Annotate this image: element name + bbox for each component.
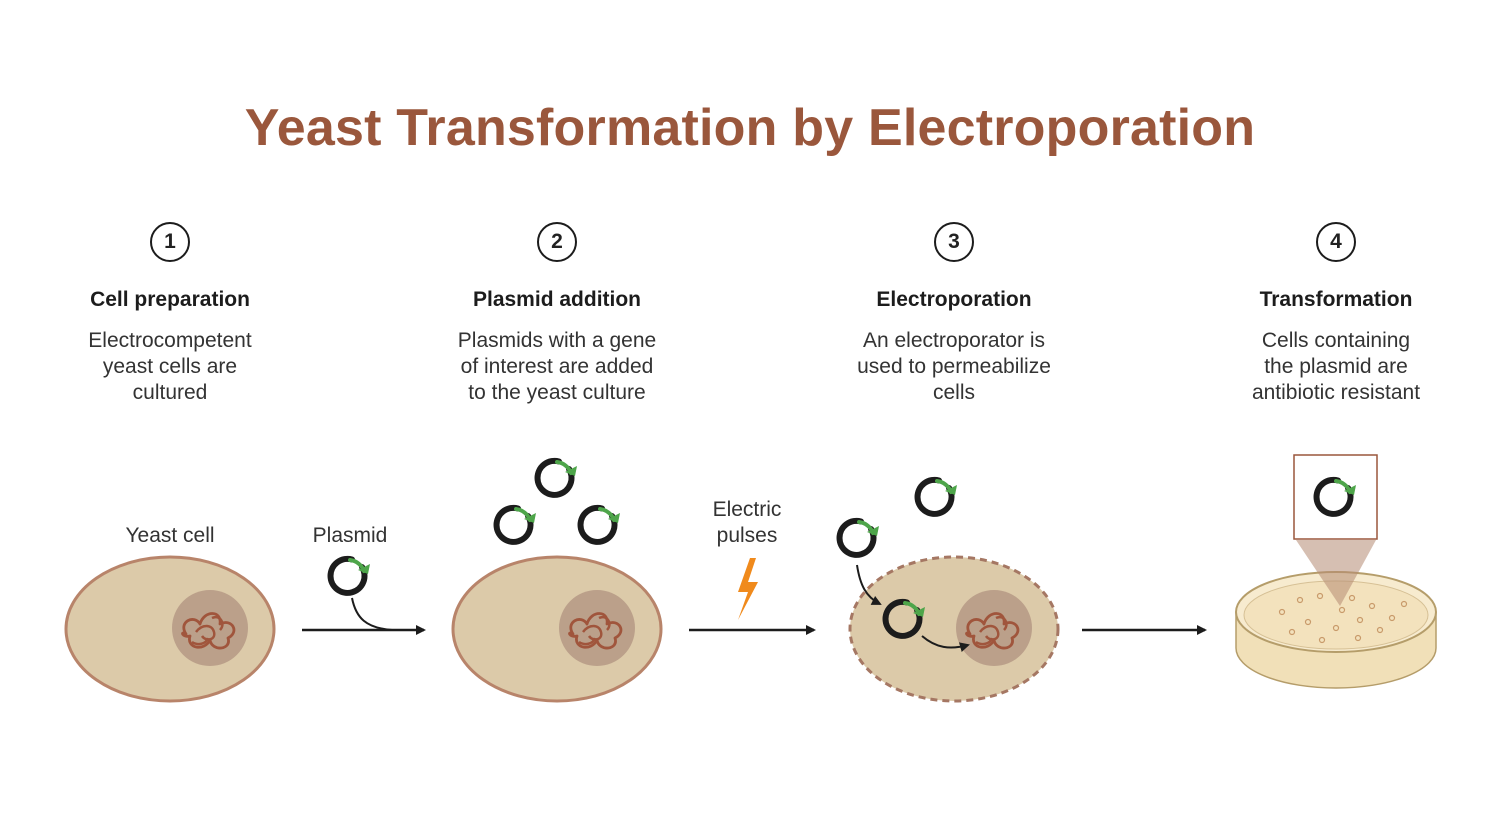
step-1-description: Electrocompetent yeast cells are culture… [88,329,252,404]
lightning-bolt-icon [738,558,758,620]
plasmid-icon-2c [581,508,620,542]
plasmid-icon-3b [840,521,879,555]
step-3-title: Electroporation [876,288,1032,311]
yeast-cell-2 [451,555,663,703]
zoom-inset [1293,454,1378,540]
entry-arrow [856,564,882,605]
step-3: 3 Electroporation An electroporator is u… [804,222,1104,406]
plasmid-curve [351,597,393,631]
step-3-number: 3 [934,222,974,262]
step-4-description: Cells containing the plasmid are antibio… [1251,329,1421,404]
electric-pulses-label: Electric pulses [712,498,782,547]
step-4: 4 Transformation Cells containing the pl… [1186,222,1486,406]
step-1-number: 1 [150,222,190,262]
yeast-cell-3 [848,555,1060,703]
step-2: 2 Plasmid addition Plasmids with a gene … [407,222,707,406]
step-2-number: 2 [537,222,577,262]
step-3-description: An electroporator is used to permeabiliz… [857,329,1051,404]
step-2-description: Plasmids with a gene of interest are add… [457,329,657,404]
diagram-title: Yeast Transformation by Electroporation [244,99,1256,157]
zoom-beam [1296,540,1376,606]
step-2-title: Plasmid addition [472,288,642,311]
plasmid-icon-2a [538,461,577,495]
plasmid-icon-2b [497,508,536,542]
plasmid-icon-3a [918,480,957,514]
step-1: 1 Cell preparation Electrocompetent yeas… [20,222,320,406]
yeast-cell-label: Yeast cell [125,524,215,547]
step-4-number: 4 [1316,222,1356,262]
yeast-cell-1 [64,555,276,703]
plasmid-icon [331,559,370,593]
nucleus-arrow [921,635,970,652]
step-4-title: Transformation [1259,288,1413,311]
plasmid-label: Plasmid [312,524,388,547]
colonies [1278,592,1408,644]
petri-dish [1235,571,1437,689]
step-1-title: Cell preparation [90,288,250,311]
